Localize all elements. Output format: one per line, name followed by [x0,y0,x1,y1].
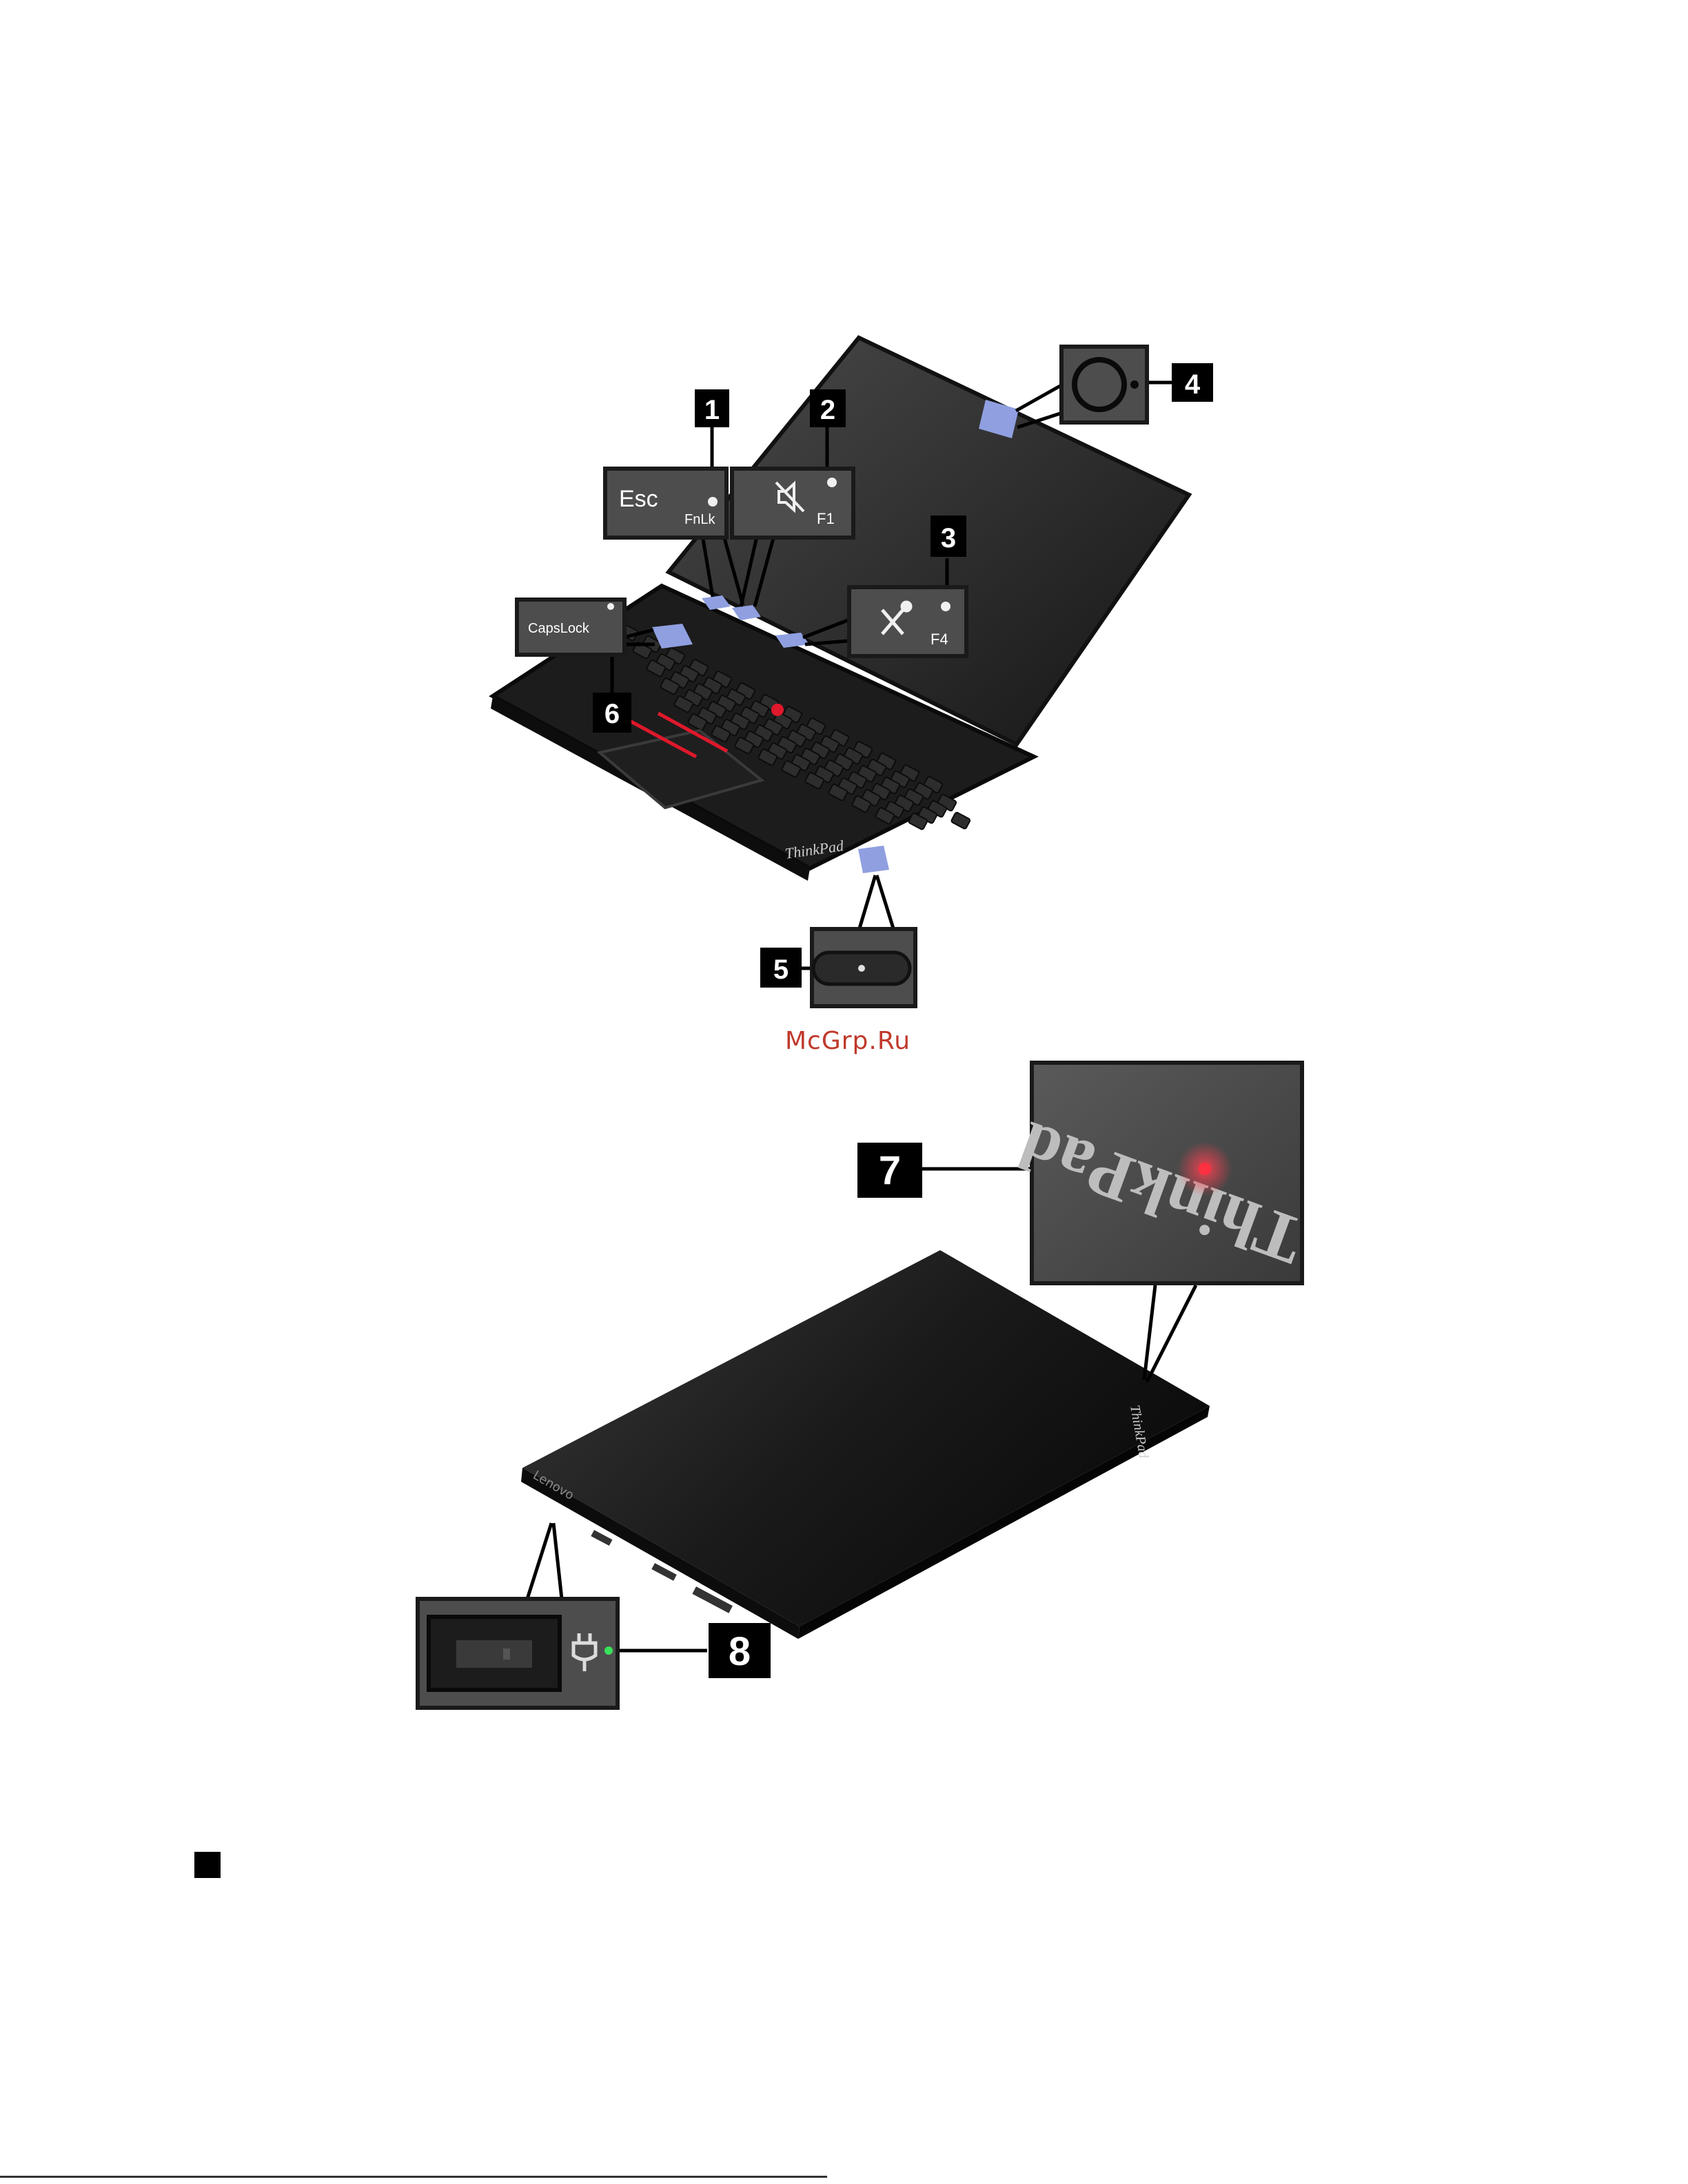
system-status-indicator [1199,1163,1211,1175]
svg-text:F4: F4 [931,631,948,648]
camera-status-indicator [1130,380,1139,389]
capslock-indicator-icon [607,603,614,610]
watermark-text: McGrp.Ru [772,1027,924,1055]
callout-6: 6 [593,693,631,733]
esc-fnlock-key-zoom: Esc FnLk [605,469,726,538]
svg-text:3: 3 [941,523,956,553]
svg-text:CapsLock: CapsLock [528,621,590,636]
laptop-lid [522,1250,1210,1626]
callout-7: 7 [857,1143,922,1198]
fingerprint-highlight [858,846,889,873]
f1-mute-key-zoom: F1 [732,469,853,538]
lid-logo-zoom: ThinkPad [1009,1063,1312,1283]
trackpoint [771,704,784,716]
mic-mute-indicator-icon [941,602,950,611]
ac-power-status-indicator [604,1646,613,1655]
page-footer-rule [0,2176,827,2178]
callout-2: 2 [810,389,846,427]
svg-text:2: 2 [820,395,835,425]
svg-text:8: 8 [729,1629,751,1674]
open-laptop: ThinkPad Esc FnLk [491,338,1189,1006]
svg-text:5: 5 [773,955,789,985]
svg-text:Esc: Esc [619,486,658,512]
fnlock-indicator-icon [708,497,718,507]
camera-zoom [1061,347,1147,422]
power-connector-zoom [418,1599,618,1708]
fingerprint-reader-zoom [812,929,915,1006]
list-bullet-marker [194,1852,221,1878]
callout-1: 1 [695,389,729,427]
svg-text:F1: F1 [817,510,835,527]
capslock-key-zoom: CapsLock [517,600,624,655]
f4-mic-mute-key-zoom: F4 [849,587,966,656]
callout-3: 3 [931,516,966,557]
svg-text:7: 7 [879,1148,901,1193]
keyboard-key [950,812,970,829]
svg-text:4: 4 [1185,369,1201,400]
mute-indicator-icon [827,478,837,487]
svg-text:FnLk: FnLk [684,512,715,527]
svg-text:6: 6 [604,699,620,729]
callout-4: 4 [1172,363,1213,402]
svg-text:1: 1 [704,395,720,425]
callout-8: 8 [709,1623,771,1678]
callout-5: 5 [760,948,802,988]
